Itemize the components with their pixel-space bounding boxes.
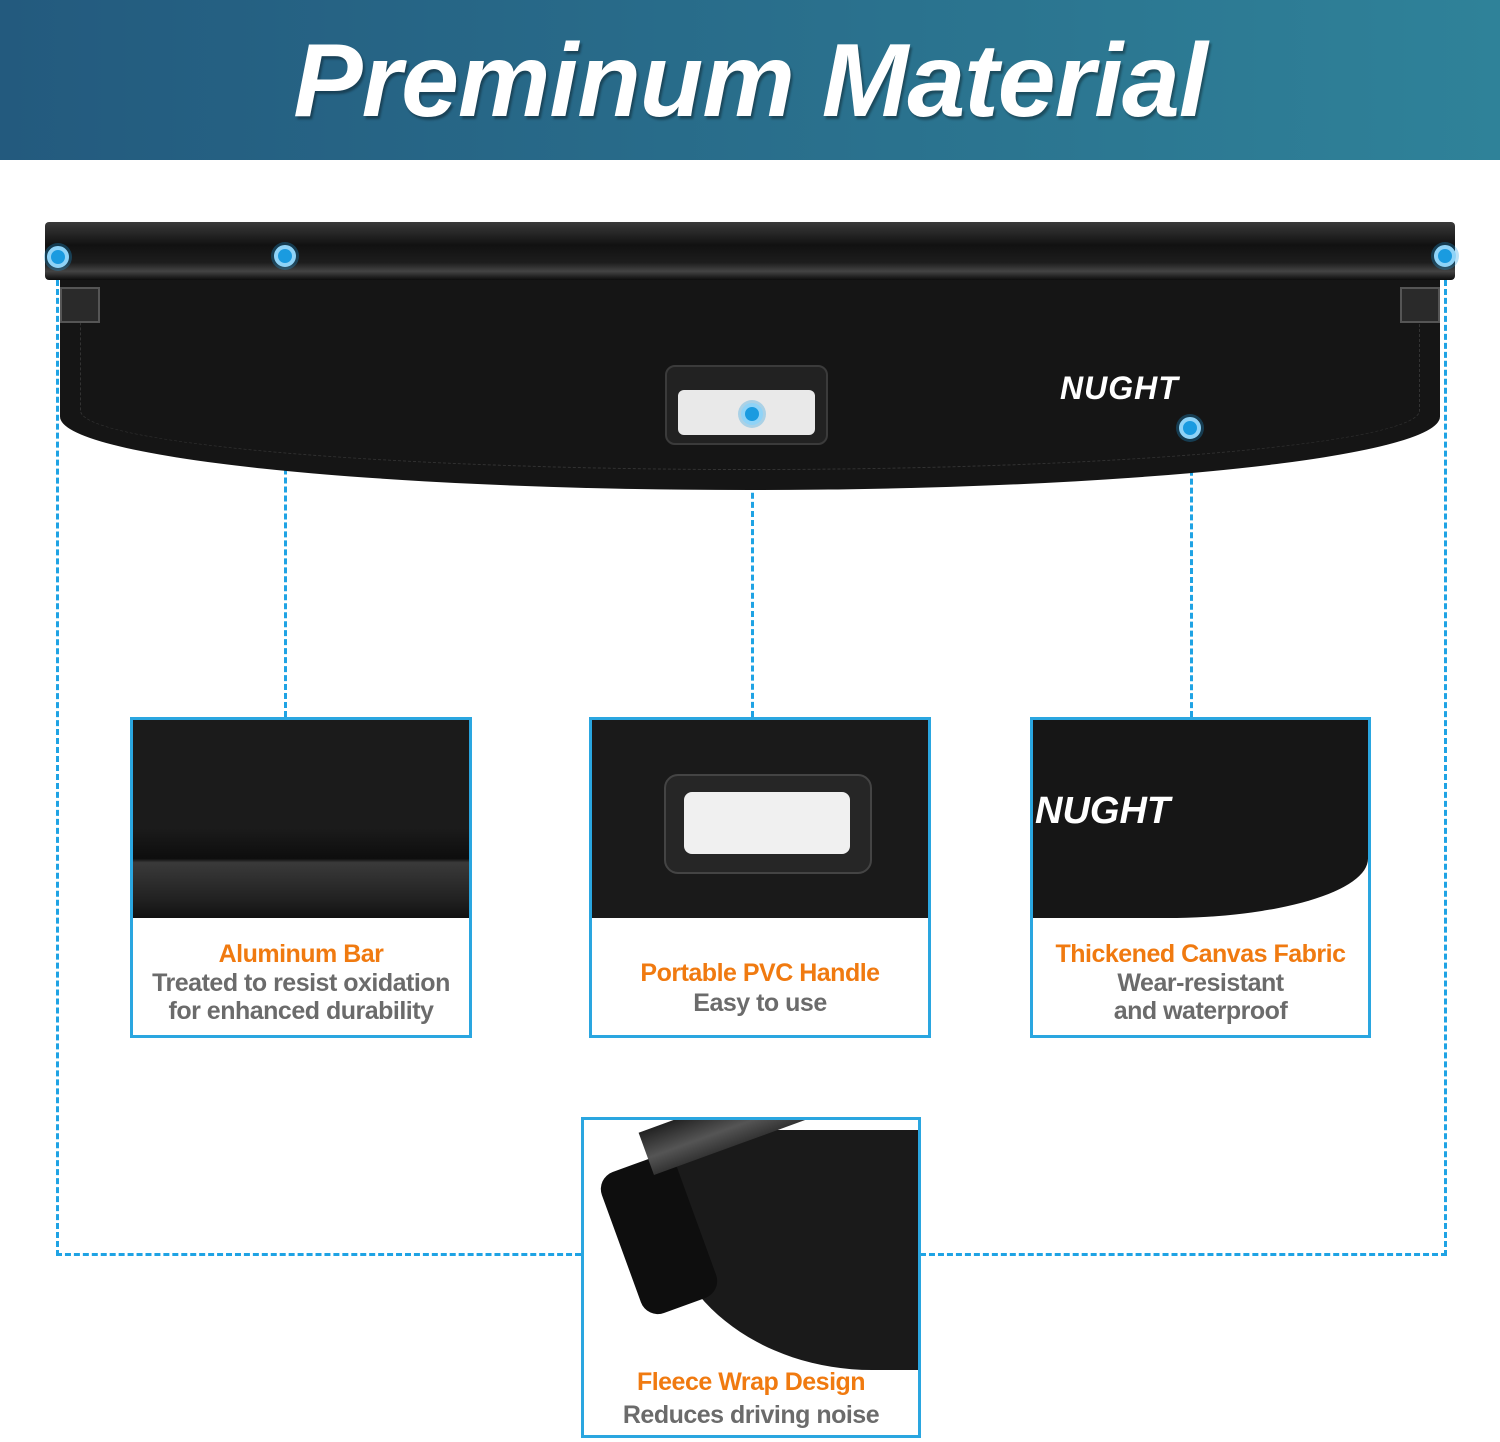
hotspot-dot (1434, 245, 1456, 267)
page-title: Preminum Material (293, 23, 1208, 139)
card-subtitle: Reduces driving noise (622, 1401, 880, 1429)
aluminum-bar-closeup (133, 720, 469, 918)
connector-line (751, 420, 754, 717)
fabric-stitching (80, 300, 1420, 470)
feature-card-pvc-handle: Portable PVC Handle Easy to use (589, 717, 931, 1038)
connector-line (284, 262, 287, 717)
connector-line (56, 1253, 581, 1256)
connector-line (56, 262, 59, 1256)
aluminum-bar (45, 222, 1455, 280)
card-title: Thickened Canvas Fabric (1055, 940, 1346, 968)
card-subtitle: for enhanced durability (168, 997, 434, 1025)
card-subtitle: and waterproof (1113, 997, 1288, 1025)
card-title: Fleece Wrap Design (636, 1368, 866, 1396)
card-title: Aluminum Bar (218, 940, 384, 968)
brand-logo: NUGHT (1060, 370, 1179, 406)
hotspot-dot (741, 403, 763, 425)
feature-card-canvas-fabric: NUGHT Thickened Canvas Fabric Wear-resis… (1030, 717, 1371, 1038)
card-subtitle: Easy to use (693, 989, 827, 1017)
hotspot-dot (1179, 417, 1201, 439)
feature-card-aluminum-bar: Aluminum Bar Treated to resist oxidation… (130, 717, 472, 1038)
brand-logo: NUGHT (1035, 790, 1171, 832)
connector-line (1444, 262, 1447, 1256)
end-clip (1400, 287, 1440, 323)
fabric-closeup: NUGHT (1033, 720, 1368, 918)
card-subtitle: Wear-resistant (1117, 969, 1284, 997)
header-banner (0, 0, 1500, 160)
end-clip (60, 287, 100, 323)
hotspot-dot (274, 245, 296, 267)
handle-closeup (592, 720, 928, 918)
feature-card-fleece-wrap: Fleece Wrap Design Reduces driving noise (581, 1117, 921, 1438)
connector-line (1190, 434, 1193, 717)
card-title: Portable PVC Handle (640, 959, 880, 987)
hotspot-dot (47, 246, 69, 268)
card-subtitle: Treated to resist oxidation (152, 969, 450, 997)
connector-line (920, 1253, 1447, 1256)
